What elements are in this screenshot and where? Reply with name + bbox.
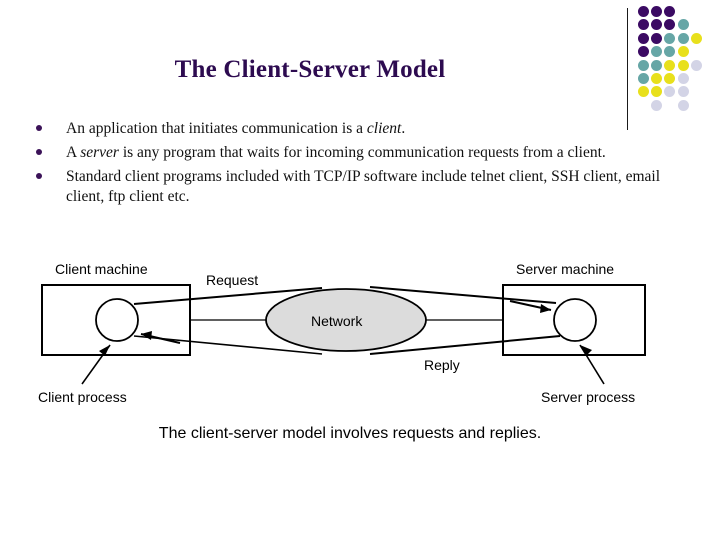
decorative-dot — [638, 6, 649, 17]
decorative-dot — [651, 59, 663, 71]
bullet-text: A server is any program that waits for i… — [66, 144, 606, 161]
decorative-dot — [664, 6, 676, 17]
label-client-process: Client process — [38, 389, 127, 405]
decorative-dot-grid — [638, 6, 718, 134]
decorative-dot — [638, 32, 649, 44]
bullet-dot-icon — [36, 143, 66, 155]
decorative-dot — [690, 32, 702, 44]
decorative-dot — [638, 86, 649, 98]
decorative-dot — [651, 32, 663, 44]
network-ellipse — [265, 288, 427, 352]
decorative-dot — [651, 73, 663, 84]
decorative-dot — [638, 46, 649, 58]
decorative-dot — [651, 86, 663, 98]
label-server-machine: Server machine — [516, 261, 614, 277]
label-request: Request — [206, 272, 258, 288]
request-arrowhead-server — [509, 300, 552, 313]
label-network: Network — [311, 313, 363, 329]
decorative-dot — [677, 99, 689, 111]
bullet-item: A server is any program that waits for i… — [36, 143, 686, 163]
decorative-dot — [638, 73, 649, 84]
bullet-dot-icon — [36, 167, 66, 179]
decorative-dot — [664, 73, 676, 84]
decorative-dot — [677, 59, 689, 71]
decorative-dot — [638, 59, 649, 71]
slide-caption: The client-server model involves request… — [158, 425, 542, 442]
decorative-dot — [664, 19, 676, 31]
decorative-dot — [677, 73, 689, 84]
bullet-text: Standard client programs included with T… — [66, 168, 661, 205]
decorative-dot — [677, 19, 689, 31]
label-client-machine: Client machine — [55, 261, 148, 277]
reply-line-lower — [369, 335, 561, 355]
decorative-dot — [664, 86, 676, 98]
decorative-dot — [651, 99, 663, 111]
decorative-dot — [664, 32, 676, 44]
decorative-dot — [638, 19, 649, 31]
decorative-dot — [651, 6, 663, 17]
server-process-callout-arrow — [579, 344, 605, 385]
reply-line-upper — [369, 286, 557, 304]
bullet-item: An application that initiates communicat… — [36, 119, 686, 139]
vertical-divider — [627, 8, 628, 130]
label-reply: Reply — [424, 357, 460, 373]
client-server-diagram: Client machine Server machine Request Re… — [0, 246, 720, 416]
decorative-dot — [677, 46, 689, 58]
reply-arrowhead-client — [140, 331, 181, 344]
page-title: The Client-Server Model — [174, 56, 446, 83]
server-process-circle — [553, 298, 597, 342]
decorative-dot — [664, 46, 676, 58]
bullet-dot-icon — [36, 119, 66, 131]
decorative-dot — [677, 86, 689, 98]
decorative-dot — [664, 59, 676, 71]
decorative-dot — [690, 59, 702, 71]
bullet-list: An application that initiates communicat… — [36, 119, 686, 211]
bullet-text: An application that initiates communicat… — [66, 120, 406, 137]
client-process-callout-arrow — [81, 344, 111, 385]
decorative-dot — [677, 32, 689, 44]
client-process-circle — [95, 298, 139, 342]
label-server-process: Server process — [541, 389, 635, 405]
decorative-dot — [651, 19, 663, 31]
decorative-dot — [651, 46, 663, 58]
bullet-item: Standard client programs included with T… — [36, 167, 686, 207]
request-line-upper — [133, 287, 323, 305]
